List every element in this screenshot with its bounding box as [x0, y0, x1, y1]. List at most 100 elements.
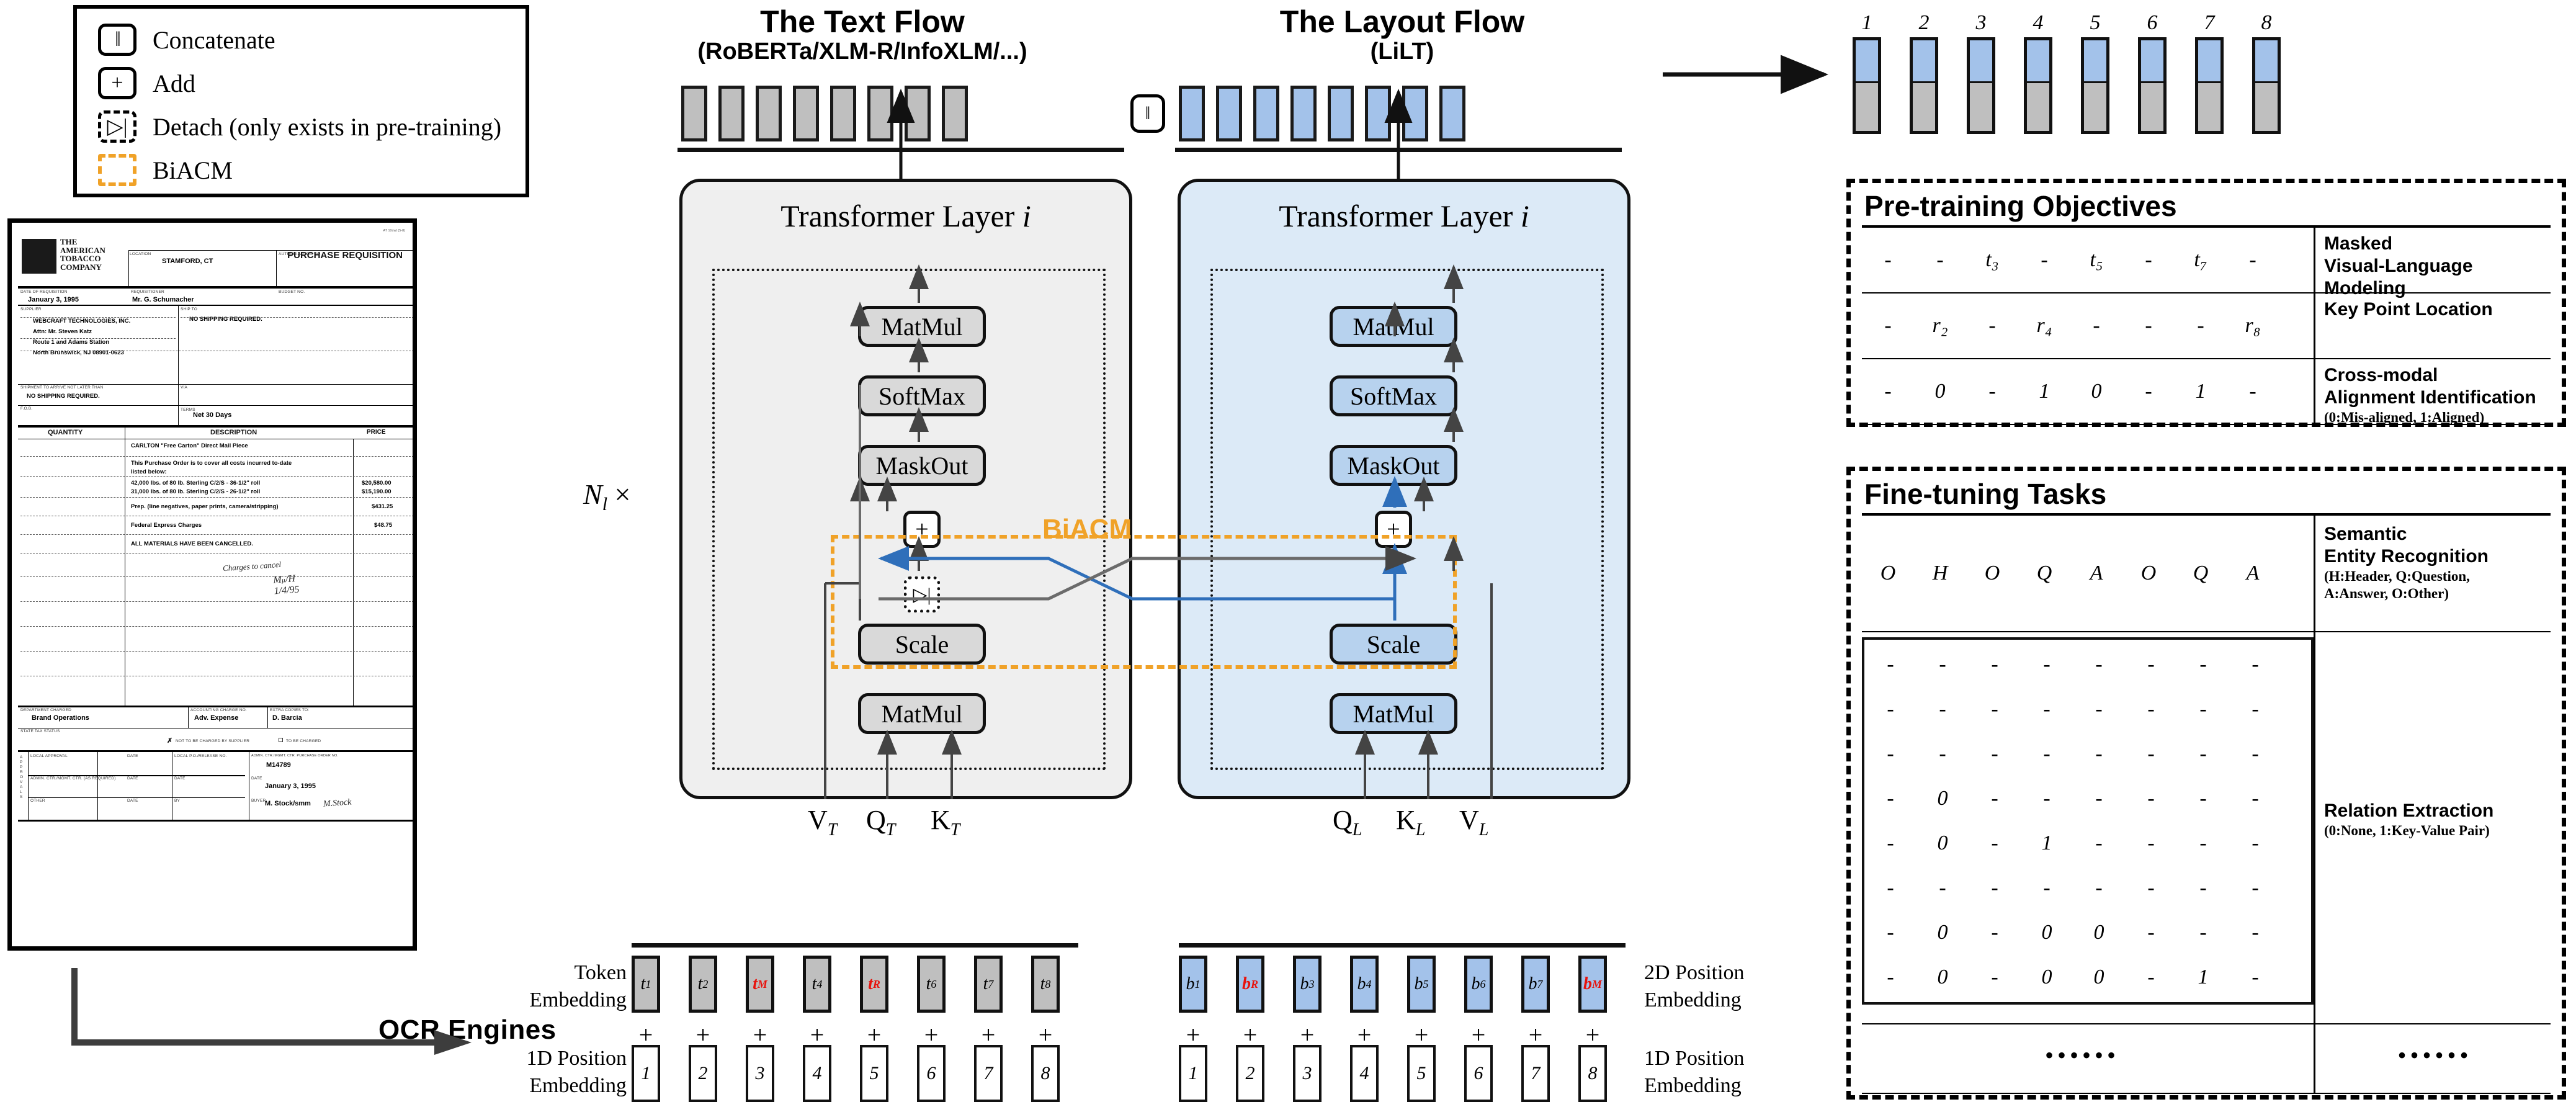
re-matrix-cell: - — [2252, 831, 2259, 854]
layer-repeat-label: Nl × — [583, 478, 630, 515]
re-description: Relation Extraction (0:None, 1:Key-Value… — [2314, 632, 2554, 1023]
doc-value-terms: Net 30 Days — [193, 411, 232, 419]
doc-item-desc-7: ALL MATERIALS HAVE BEEN CANCELLED. — [131, 540, 253, 547]
layout-input-q: QL — [1333, 805, 1362, 840]
re-matrix-cell: - — [2147, 742, 2155, 765]
plus-sign: + — [1243, 1021, 1258, 1049]
ellipsis-right: •••••• — [2314, 1024, 2554, 1093]
doc-value-location: STAMFORD, CT — [162, 258, 213, 265]
detach-icon: ▷| — [98, 110, 136, 143]
output-bar-index: 3 — [1975, 11, 1987, 34]
re-row: -------------------------0-------0-1----… — [1851, 632, 2562, 1023]
doc-item-desc-3: 42,000 lbs. of 80 lb. Sterling C/2/S - 3… — [131, 480, 261, 486]
ser-cell: O — [1880, 562, 1896, 585]
re-matrix-cell: - — [2043, 697, 2051, 720]
doc-label-requisitioner: REQUISITIONER — [131, 290, 164, 294]
text-op-softmax: SoftMax — [858, 375, 986, 416]
company-logo-icon — [22, 239, 56, 274]
doc-value-po-date: January 3, 1995 — [265, 782, 316, 790]
position-cell: 8 — [1578, 1045, 1607, 1102]
layout-input-k: KL — [1396, 805, 1426, 840]
text-input-k: KT — [931, 805, 960, 840]
doc-tax-option-1: TO BE CHARGED — [286, 739, 321, 743]
doc-th-quantity: QUANTITY — [48, 429, 83, 436]
position-cell: 8 — [1031, 1045, 1060, 1102]
legend-label-biacm: BiACM — [153, 156, 233, 184]
token-cell — [1290, 86, 1317, 141]
text-layer-index: i — [1022, 199, 1031, 233]
plus-sign: + — [1414, 1021, 1429, 1049]
biacm-region — [831, 535, 1457, 669]
re-matrix-cell: - — [2043, 742, 2051, 765]
ellipsis-left: •••••• — [2044, 1041, 2120, 1069]
text-input-v: VT — [808, 805, 838, 840]
re-matrix-cell: - — [2252, 787, 2259, 810]
pretraining-cell: t₃ — [1985, 248, 1999, 271]
doc-value-requisitioner: Mr. G. Schumacher — [132, 296, 194, 303]
re-matrix-cell: - — [1887, 831, 1894, 854]
re-matrix-cell: - — [1887, 921, 1894, 944]
doc-label-supplier: SUPPLIER — [20, 307, 42, 311]
doc-label-auth: AUTHORIZATION NO. — [279, 252, 322, 256]
text-flow-subtitle: (RoBERTa/XLM-R/InfoXLM/...) — [697, 38, 1027, 65]
legend-label-concatenate: Concatenate — [153, 25, 275, 54]
position-cell: 4 — [1350, 1045, 1379, 1102]
layout-input-v: VL — [1459, 805, 1489, 840]
objective-note: (0:Mis-aligned, 1:Aligned) — [2324, 410, 2485, 425]
re-matrix-cell: - — [1887, 742, 1894, 765]
re-matrix-cell: 0 — [1937, 966, 1948, 988]
token-cell — [793, 86, 819, 141]
position-cell: 3 — [746, 1045, 774, 1102]
re-matrix-cell: 0 — [1937, 921, 1948, 944]
ser-cell: A — [2090, 562, 2103, 585]
output-bar: 6 — [2138, 11, 2167, 134]
doc-label-acct: ACCOUNTING CHARGE NO. — [190, 708, 247, 712]
ocr-engines-label: OCR Engines — [378, 1015, 557, 1045]
pretraining-cell: - — [2249, 248, 2256, 271]
doc-label-terms: TERMS — [181, 408, 195, 412]
doc-value-dept: Brand Operations — [32, 714, 89, 722]
re-matrix-cell: - — [1991, 697, 1998, 720]
re-matrix-cell: - — [2147, 787, 2155, 810]
doc-item-desc-0: CARLTON "Free Carton" Direct Mail Piece — [131, 442, 248, 449]
plus-sign: + — [638, 1021, 653, 1049]
re-matrix-cell: - — [2043, 787, 2051, 810]
token-cell — [1179, 86, 1205, 141]
token-cell — [756, 86, 782, 141]
re-matrix-row: -------- — [1864, 732, 2311, 776]
text-op-matmul-top: MatMul — [858, 306, 986, 347]
re-note: (0:None, 1:Key-Value Pair) — [2324, 823, 2490, 838]
re-matrix-cell: - — [2252, 653, 2259, 676]
re-matrix-cell: - — [1887, 966, 1894, 988]
text-output-rail — [678, 148, 1124, 152]
text-input-q: QT — [866, 805, 896, 840]
token-cell — [1439, 86, 1465, 141]
position-cell: 2 — [1236, 1045, 1264, 1102]
layout-plus-row: ++++++++ — [1179, 1020, 1607, 1049]
position-cell: 3 — [1293, 1045, 1322, 1102]
doc-approval-label-0: LOCAL APPROVAL — [30, 754, 68, 758]
concatenate-glyph: ‖ — [115, 28, 120, 51]
add-glyph: + — [111, 71, 123, 94]
output-bar-layout-part — [1967, 37, 1995, 83]
re-matrix: -------------------------0-------0-1----… — [1862, 637, 2314, 1005]
re-matrix-cell: - — [2252, 742, 2259, 765]
doc-tax-checkbox-icon — [279, 738, 283, 742]
output-bar-layout-part — [2138, 37, 2167, 83]
output-bar-layout-part — [2081, 37, 2109, 83]
repeat-n: N — [583, 478, 602, 510]
